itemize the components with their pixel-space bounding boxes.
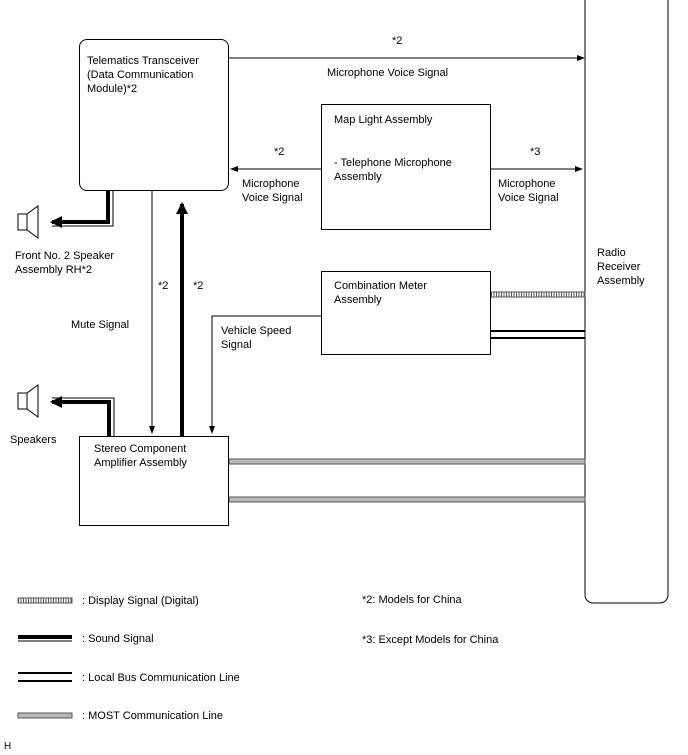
front-speaker-label: Front No. 2 Speaker Assembly RH*2 [15, 250, 115, 276]
vehicle-speed-line [209, 315, 321, 434]
sound-note: *2 [193, 280, 204, 292]
legend-most-label: : MOST Communication Line [82, 710, 224, 722]
combination-meter-box [321, 271, 491, 355]
legend-display-symbol [17, 597, 73, 604]
note-except-china: *3: Except Models for China [362, 634, 499, 646]
top-mic-label: Microphone Voice Signal [327, 67, 449, 79]
mute-note: *2 [158, 280, 169, 292]
radio-receiver-box [584, 0, 669, 604]
legend-sound-symbol [18, 635, 72, 642]
vehicle-speed-label: Vehicle Speed Signal [221, 325, 292, 351]
map-light-box [321, 104, 491, 230]
speakers-sound-line [50, 396, 111, 436]
legend-most-symbol [17, 712, 73, 719]
most-line-2 [228, 496, 586, 503]
stereo-amp-box [79, 436, 229, 526]
map-light-subtitle: - Telephone Microphone Assembly [334, 157, 452, 183]
mute-signal-label: Mute Signal [71, 319, 130, 331]
legend-local-bus-symbol [18, 672, 72, 682]
left-mic-label: Microphone Voice Signal [242, 178, 303, 204]
stereo-amp-label: Stereo Component Amplifier Assembly [94, 443, 187, 469]
telematics-label: Telematics Transceiver (Data Communicati… [87, 55, 199, 95]
top-mic-note: *2 [392, 35, 403, 47]
legend-local-bus-label: : Local Bus Communication Line [82, 672, 240, 684]
right-mic-label: Microphone Voice Signal [498, 178, 559, 204]
legend-sound-label: : Sound Signal [82, 633, 154, 645]
front-speaker-icon [17, 205, 39, 239]
display-signal-line [490, 291, 586, 298]
telematics-box [79, 39, 229, 191]
legend-display-label: : Display Signal (Digital) [82, 595, 199, 607]
left-mic-note: *2 [274, 146, 285, 158]
most-line-1 [228, 458, 586, 465]
footer-code: H [4, 741, 12, 752]
speakers-icon [17, 384, 39, 418]
note-models-china: *2: Models for China [362, 594, 462, 606]
front-speaker-sound-line [50, 190, 110, 228]
speakers-label: Speakers [10, 434, 57, 446]
combination-meter-label: Combination Meter Assembly [334, 280, 427, 306]
radio-receiver-label: Radio Receiver Assembly [597, 247, 645, 287]
right-mic-note: *3 [530, 146, 541, 158]
map-light-title: Map Light Assembly [334, 114, 433, 126]
